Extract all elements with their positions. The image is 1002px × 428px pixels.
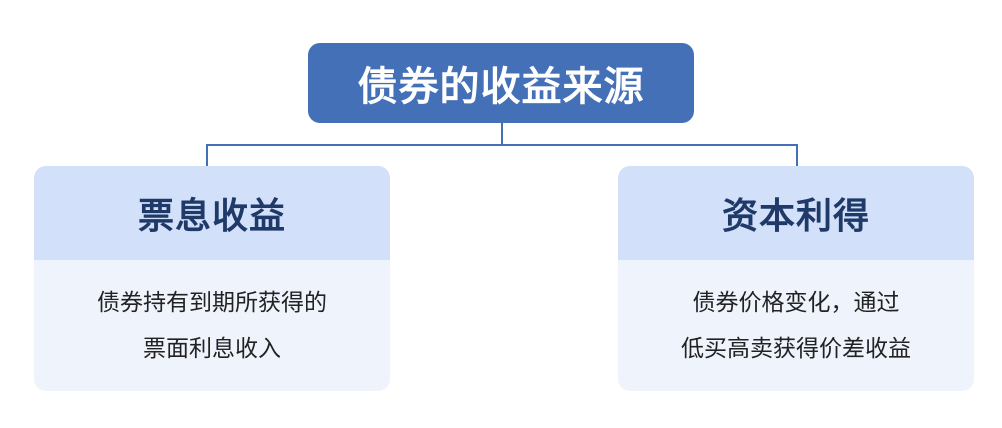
branch-card-header: 票息收益	[34, 166, 390, 260]
branch-description-line: 债券持有到期所获得的	[97, 289, 327, 316]
branch-card-coupon-income: 票息收益 债券持有到期所获得的 票面利息收入	[34, 166, 390, 391]
branch-card-header: 资本利得	[618, 166, 974, 260]
branch-card-capital-gains: 资本利得 债券价格变化，通过 低买高卖获得价差收益	[618, 166, 974, 391]
branch-card-body: 债券价格变化，通过 低买高卖获得价差收益	[618, 260, 974, 391]
root-node-label: 债券的收益来源	[357, 64, 645, 110]
branch-title: 票息收益	[137, 196, 286, 237]
connector-left-drop	[206, 144, 208, 166]
branch-description-line: 票面利息收入	[143, 335, 281, 362]
root-node: 债券的收益来源	[308, 43, 694, 123]
branch-description-line: 低买高卖获得价差收益	[681, 335, 911, 362]
branch-description-line: 债券价格变化，通过	[692, 289, 900, 316]
branch-card-body: 债券持有到期所获得的 票面利息收入	[34, 260, 390, 391]
connector-right-drop	[796, 144, 798, 166]
branch-title: 资本利得	[721, 196, 870, 237]
connector-horizontal	[206, 144, 798, 146]
connector-root-stem	[501, 123, 503, 145]
